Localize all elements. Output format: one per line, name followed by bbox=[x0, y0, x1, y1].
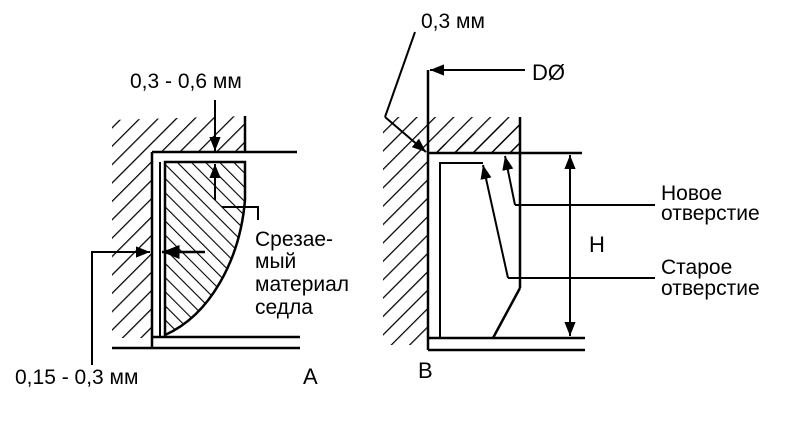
chamfer-label: 0,3 мм bbox=[421, 10, 485, 33]
cut-material-line-1: Срезае- bbox=[255, 228, 333, 251]
gap-side-label: 0,15 - 0,3 мм bbox=[15, 366, 138, 389]
old-hole-line-1: Старое bbox=[661, 256, 732, 279]
figure-b-label: B bbox=[418, 358, 433, 383]
gap-top-label: 0,3 - 0,6 мм bbox=[130, 70, 242, 93]
cut-material-line-4: седла bbox=[255, 296, 313, 319]
figure-b bbox=[383, 31, 655, 352]
figure-a bbox=[91, 100, 300, 365]
head-body-hatch bbox=[112, 116, 245, 338]
cut-material-line-2: мый bbox=[255, 250, 296, 273]
figure-a-label: A bbox=[303, 364, 318, 389]
new-hole-line-2: отверстие bbox=[661, 202, 760, 225]
old-hole-line-2: отверстие bbox=[661, 277, 760, 300]
seat-cut-material bbox=[163, 160, 247, 337]
wall-hatch bbox=[383, 117, 428, 345]
cut-material-line-3: материал bbox=[255, 273, 349, 296]
diameter-label: DØ bbox=[532, 60, 565, 85]
new-hole-line-1: Новое bbox=[661, 182, 722, 205]
height-label: H bbox=[589, 232, 605, 257]
